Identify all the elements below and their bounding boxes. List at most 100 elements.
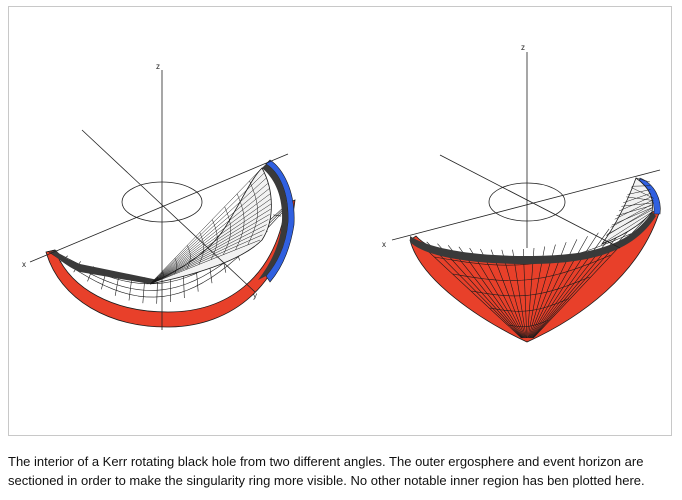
mesh-line (610, 204, 652, 228)
mesh-line (458, 274, 464, 277)
mesh-line (170, 292, 179, 296)
right-x-axis (391, 169, 661, 241)
mesh-line (606, 208, 652, 236)
left-horizon-rim-right (258, 164, 289, 280)
mesh-line (186, 268, 188, 270)
left-singularity-ring (121, 181, 203, 223)
mesh-line (547, 305, 551, 307)
mesh-line (149, 183, 268, 285)
mesh-line (114, 283, 123, 287)
mesh-line (202, 277, 212, 283)
mesh-line (617, 236, 625, 240)
mesh-line (599, 257, 606, 260)
mesh-line (426, 241, 523, 339)
mesh-line (200, 259, 202, 262)
mesh-line (255, 200, 258, 204)
mesh-line (545, 320, 547, 322)
mesh-line (468, 276, 475, 278)
mesh-line (255, 222, 257, 226)
right-y-axis (439, 154, 621, 249)
mesh-line (226, 244, 228, 248)
left-y-axis (81, 129, 256, 293)
mesh-line (441, 257, 448, 260)
mesh-line (561, 285, 566, 288)
mesh-line (490, 249, 526, 339)
mesh-line (149, 229, 265, 285)
mesh-line (219, 265, 228, 273)
mesh-line (611, 207, 653, 226)
mesh-line (565, 284, 570, 287)
mesh-line (149, 219, 269, 285)
mesh-line (530, 232, 599, 339)
left-x-axis (29, 153, 289, 263)
mesh-line (538, 292, 543, 295)
mesh-line (447, 245, 524, 339)
mesh-line (560, 300, 564, 303)
mesh-line (149, 224, 267, 285)
mesh-line (149, 214, 270, 285)
mesh-line (536, 277, 543, 279)
mesh-line (550, 289, 555, 292)
mesh-line (149, 188, 270, 285)
mesh-line (236, 244, 239, 248)
mesh-line (236, 193, 239, 197)
mesh-line (211, 219, 214, 222)
mesh-line (149, 208, 271, 285)
mesh-line (129, 294, 138, 297)
mesh-line (251, 187, 254, 191)
mesh-line (577, 279, 582, 283)
mesh-line (90, 273, 99, 278)
mesh-line (483, 292, 488, 294)
mesh-line (542, 307, 546, 309)
mesh-line (241, 232, 243, 236)
mesh-line (247, 241, 250, 245)
mesh-line (434, 256, 442, 259)
mesh-line (542, 321, 545, 323)
mesh-line (186, 286, 196, 291)
mesh-line (591, 246, 599, 250)
mesh-line (226, 211, 228, 214)
mesh-line (473, 277, 480, 279)
mesh-line (123, 280, 132, 283)
mesh-line (631, 185, 651, 187)
mesh-line (235, 246, 238, 250)
mesh-line (480, 263, 487, 265)
mesh-line (224, 206, 226, 210)
mesh-line (242, 227, 244, 231)
mesh-line (240, 202, 242, 206)
mesh-line (138, 289, 147, 291)
mesh-line (194, 276, 203, 281)
mesh-line (213, 223, 215, 226)
mesh-line (467, 261, 474, 264)
mesh-line (200, 235, 202, 238)
mesh-line (149, 172, 265, 285)
mesh-line (201, 256, 203, 259)
mesh-line (554, 288, 559, 291)
mesh-line (121, 291, 130, 295)
mesh-line (534, 293, 539, 295)
mesh-line (149, 178, 267, 285)
mesh-line (606, 209, 653, 235)
mesh-line (547, 275, 553, 278)
mesh-line (578, 265, 585, 268)
mesh-line (526, 279, 532, 281)
mesh-line (415, 239, 522, 339)
mesh-line (594, 259, 600, 263)
mesh-line (130, 288, 139, 290)
mesh-line (563, 299, 567, 302)
mesh-line (530, 294, 535, 296)
right-view: z x (382, 43, 661, 343)
mesh-line (471, 290, 476, 292)
mesh-line (154, 289, 163, 291)
mesh-line (611, 238, 619, 242)
mesh-line (200, 257, 202, 260)
mesh-line (452, 273, 459, 276)
mesh-line (214, 249, 216, 252)
mesh-line (253, 228, 255, 233)
right-horizon-rim (410, 212, 656, 264)
mesh-line (186, 274, 195, 278)
mesh-line (187, 265, 189, 268)
mesh-line (573, 281, 578, 284)
mesh-line (557, 272, 564, 275)
mesh-line (484, 278, 490, 280)
